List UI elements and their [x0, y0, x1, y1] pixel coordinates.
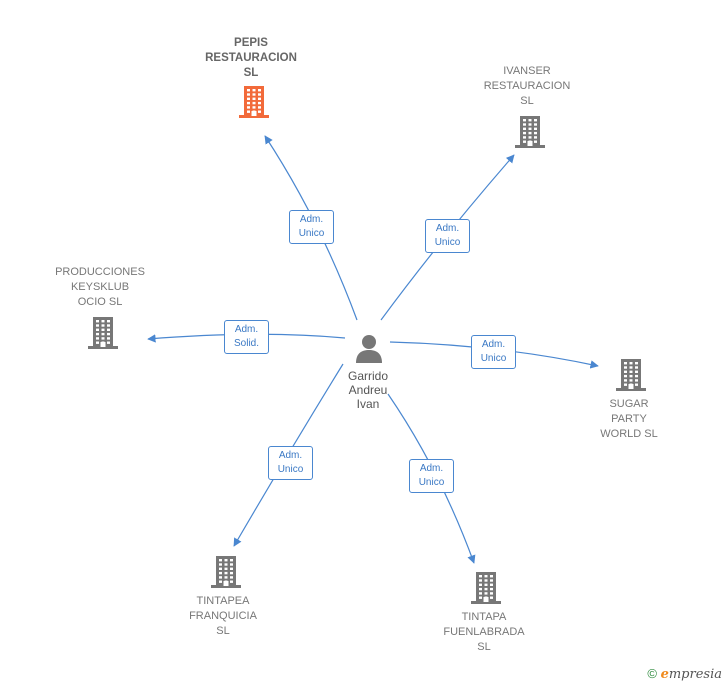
company-label-line: FRANQUICIA — [189, 610, 257, 622]
company-label-line: RESTAURACION — [205, 52, 297, 64]
company-label-line: KEYSKLUB — [70, 281, 130, 293]
company-label-line: SUGAR — [609, 398, 649, 410]
company-label-ivanser[interactable]: IVANSER RESTAURACION SL — [472, 64, 582, 109]
company-label-line: RESTAURACION — [483, 80, 571, 92]
person-name-line: Ivan — [356, 397, 380, 411]
copyright-brand[interactable]: © empresia — [647, 666, 722, 682]
building-icon-tintapea[interactable] — [210, 554, 242, 590]
building-icon-producciones[interactable] — [87, 315, 119, 351]
brand-name: mpresia — [668, 667, 722, 682]
company-label-line: SL — [520, 95, 534, 107]
relation-line: Unico — [480, 353, 507, 364]
building-icon-tintapa[interactable] — [470, 570, 502, 606]
relation-line: Unico — [418, 477, 445, 488]
company-label-line: WORLD SL — [600, 428, 658, 440]
company-label-tintapea[interactable]: TINTAPEA FRANQUICIA SL — [173, 594, 273, 639]
company-label-line: IVANSER — [503, 65, 551, 77]
company-label-line: PEPIS — [234, 37, 268, 49]
company-label-line: FUENLABRADA — [443, 626, 525, 638]
brand-initial: e — [660, 667, 669, 682]
relation-label-tintapa[interactable]: Adm. Unico — [409, 459, 454, 493]
relation-line: Unico — [298, 228, 325, 239]
building-icon-sugar[interactable] — [615, 357, 647, 393]
relation-line: Adm. — [419, 463, 444, 474]
brand-logo: empresia — [661, 667, 722, 682]
relation-label-pepis[interactable]: Adm. Unico — [289, 210, 334, 244]
company-label-producciones[interactable]: PRODUCCIONES KEYSKLUB OCIO SL — [45, 265, 155, 310]
relation-line: Adm. — [278, 450, 303, 461]
relation-line: Adm. — [234, 324, 259, 335]
relation-line: Unico — [277, 464, 304, 475]
company-label-line: TINTAPEA — [196, 595, 250, 607]
relation-line: Adm. — [435, 223, 460, 234]
relation-line: Unico — [434, 237, 461, 248]
company-label-line: PARTY — [611, 413, 647, 425]
person-name-line: Andreu — [348, 383, 388, 397]
person-name-line: Garrido — [347, 369, 388, 383]
building-icon-pepis[interactable] — [238, 84, 270, 120]
company-label-line: SL — [477, 641, 491, 653]
relation-line: Adm. — [299, 214, 324, 225]
copyright-icon: © — [647, 666, 657, 681]
relation-label-tintapea[interactable]: Adm. Unico — [268, 446, 313, 480]
relation-label-producciones[interactable]: Adm. Solid. — [224, 320, 269, 354]
person-name[interactable]: Garrido Andreu Ivan — [336, 369, 400, 411]
company-label-line: SL — [216, 625, 230, 637]
relation-label-ivanser[interactable]: Adm. Unico — [425, 219, 470, 253]
company-label-pepis[interactable]: PEPIS RESTAURACION SL — [191, 36, 311, 81]
relation-label-sugar[interactable]: Adm. Unico — [471, 335, 516, 369]
company-label-sugar[interactable]: SUGAR PARTY WORLD SL — [579, 397, 679, 442]
company-label-line: PRODUCCIONES — [55, 266, 145, 278]
relation-line: Adm. — [481, 339, 506, 350]
company-label-line: TINTAPA — [461, 611, 507, 623]
company-label-tintapa[interactable]: TINTAPA FUENLABRADA SL — [434, 610, 534, 655]
company-label-line: SL — [243, 67, 259, 79]
company-label-line: OCIO SL — [77, 296, 123, 308]
person-icon[interactable] — [354, 333, 384, 363]
building-icon-ivanser[interactable] — [514, 114, 546, 150]
relation-line: Solid. — [233, 338, 259, 349]
